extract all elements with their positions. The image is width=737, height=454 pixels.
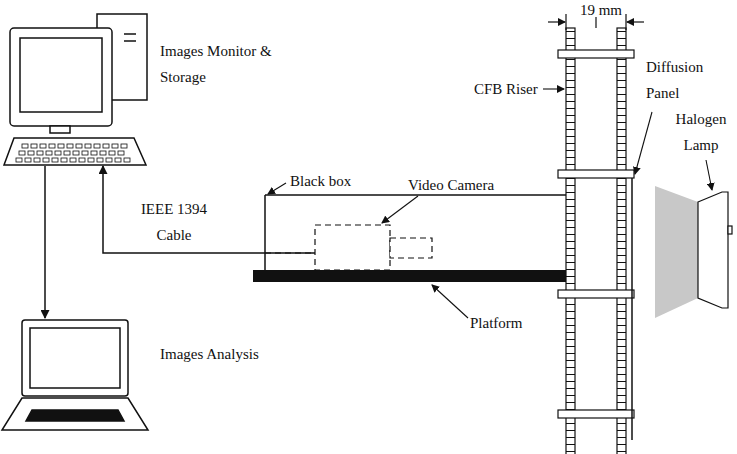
part-label: CFB Riser bbox=[474, 76, 546, 102]
video-camera bbox=[265, 225, 432, 270]
part-label: Diffusion Panel bbox=[646, 54, 722, 106]
part-region: CFB Riser bbox=[558, 28, 634, 454]
part-region: Platform bbox=[253, 270, 566, 282]
halogen-lamp bbox=[655, 186, 732, 318]
part-region: Images Analysis bbox=[2, 318, 148, 430]
part-region: Diffusion Panel bbox=[628, 178, 636, 440]
data-arrow bbox=[103, 166, 315, 253]
desktop-computer bbox=[4, 14, 147, 165]
laptop bbox=[2, 320, 148, 430]
part-region: Black boxVideo Camera bbox=[265, 195, 566, 270]
part-label: Halogen Lamp bbox=[668, 106, 734, 158]
data-arrow bbox=[44, 166, 46, 318]
part-label: Images Analysis bbox=[160, 341, 300, 367]
part-label: Black box bbox=[290, 168, 370, 194]
part-region: Images Monitor & Storage bbox=[5, 14, 147, 166]
leader-lines bbox=[268, 89, 712, 318]
dimension-label: 19 mm bbox=[576, 0, 626, 23]
part-label: Images Monitor & Storage bbox=[160, 38, 278, 90]
platform bbox=[253, 270, 566, 282]
part-region: Video Camera bbox=[315, 225, 390, 270]
cfb-riser bbox=[558, 28, 634, 454]
cable-label: IEEE 1394 Cable bbox=[128, 196, 220, 248]
diffusion-panel bbox=[631, 178, 633, 440]
part-region: Halogen Lamp bbox=[655, 186, 733, 318]
part-label: Video Camera bbox=[408, 172, 518, 198]
black-box-outline bbox=[265, 195, 566, 270]
part-label: Platform bbox=[470, 310, 550, 336]
